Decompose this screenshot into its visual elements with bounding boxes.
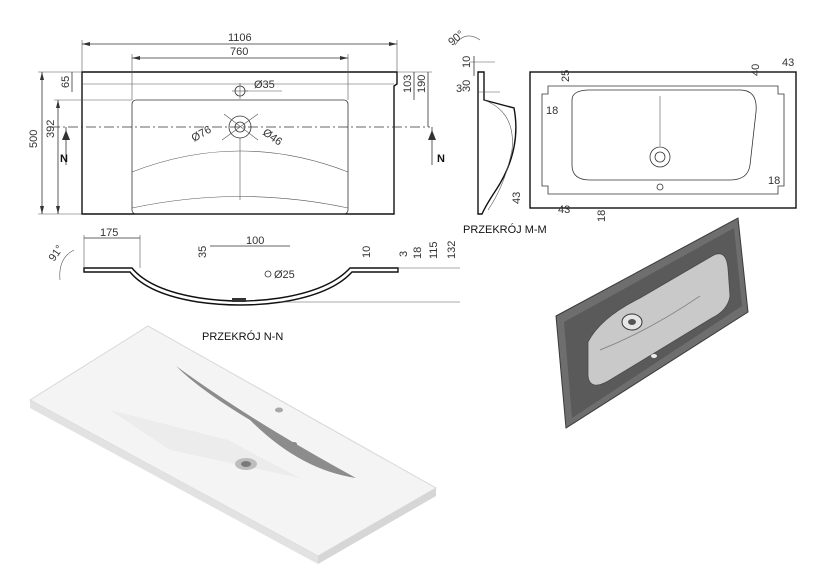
bottom-dim-43-left: 43 [511,192,523,204]
section-nn-profile [83,267,399,306]
bottom-dim-18-bottom: 18 [596,210,608,222]
dim-drain-inner: Ø46 [260,127,284,149]
side-dim-angle: 90° [446,28,466,48]
dim-total-width: 1106 [228,32,252,44]
nn-dim-18: 18 [412,247,424,259]
nn-dim-hole: Ø25 [274,269,295,281]
bottom-dim-18-left: 18 [546,105,558,117]
section-arrow-right [428,130,436,140]
basin-render-top [29,325,438,564]
nn-dim-100: 100 [246,235,264,247]
section-nn-view: 175 100 35 10 3 18 115 132 Ø25 91° PRZEK… [47,227,460,343]
dim-bowl-width: 760 [230,46,248,58]
basin-render-tap-hole [275,407,283,413]
side-section-view: 10 30 3 90° [446,28,517,215]
section-label-nn: PRZEKRÓJ N-N [202,330,283,343]
nn-dim-132: 132 [446,241,458,259]
dim-rim: 65 [60,76,72,88]
bowl-outline [131,99,349,215]
section-nn-hole [264,270,272,278]
top-view-outline [81,71,398,215]
bottom-tap-hole [656,183,664,191]
bottom-view-bowl [571,89,757,181]
dim-right-b: 190 [416,75,428,93]
bottom-view-outline [529,71,797,209]
top-view: N N 1106 760 Ø35 Ø76 Ø46 500 392 65 [28,32,445,215]
section-marker-right: N [437,153,445,165]
nn-dim-10: 10 [361,246,373,258]
bottom-dim-25: 25 [560,70,572,82]
nn-dim-3: 3 [398,251,410,257]
dim-drain: Ø76 [190,124,214,145]
section-arrow-left [62,130,70,140]
bottom-dim-43-bottom: 43 [558,204,570,216]
section-label-mm: PRZEKRÓJ M-M [463,223,547,236]
bottom-dim-43-top: 43 [782,57,794,69]
basin-render-top-surface [29,325,438,557]
nn-dim-35: 35 [197,246,209,258]
bottom-dim-40: 40 [750,64,762,76]
bottom-dim-18-right: 18 [768,175,780,187]
dim-section-depth: 392 [45,120,57,138]
dim-right-a: 103 [402,75,414,93]
side-dim-c: 3 [456,83,462,95]
bottom-view: 25 40 43 18 18 18 43 43 PRZEKRÓJ M-M [463,57,797,236]
side-dim-b: 30 [461,80,473,92]
side-section-profile [477,71,517,215]
bottom-view-inner-frame [541,85,785,195]
basin-render-bottom [555,217,749,429]
nn-dim-115: 115 [428,241,440,259]
side-dim-a: 10 [461,56,473,68]
bottom-drain-outer [649,146,671,168]
bottom-drain-inner [654,151,666,163]
basin-render-bottom-bowl [587,253,731,386]
dim-depth: 500 [28,130,40,148]
section-marker-left: N [60,153,68,165]
nn-dim-175: 175 [100,227,118,239]
dim-tap-hole: Ø35 [254,79,275,91]
